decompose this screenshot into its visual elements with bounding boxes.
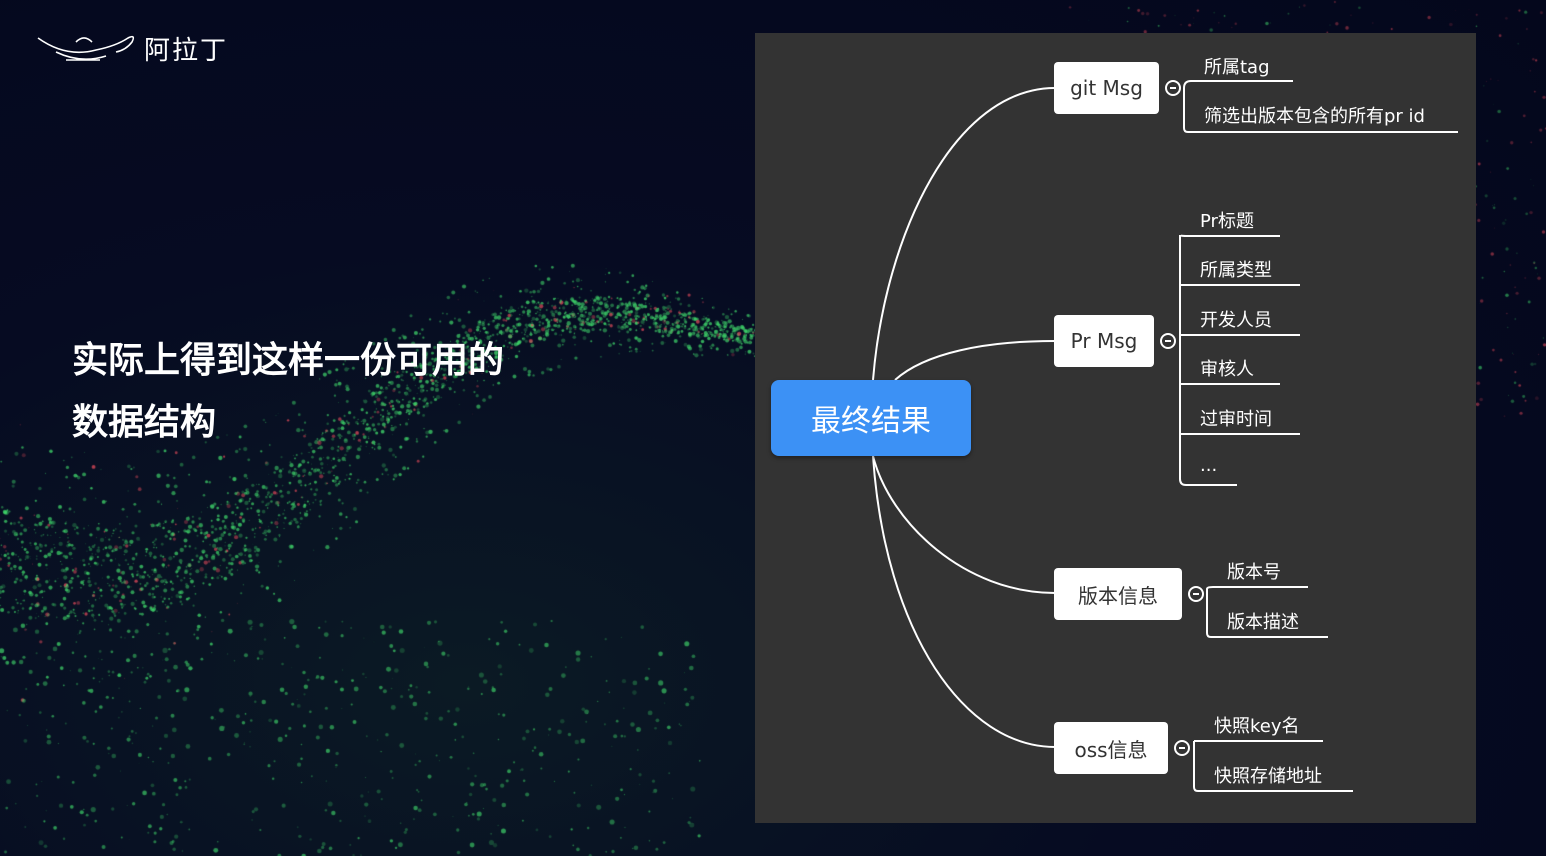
connector-root-git-msg	[872, 87, 1056, 381]
leaf-tag: 所属tag	[1204, 57, 1270, 78]
leaf-snapshot-address: 快照存储地址	[1214, 766, 1322, 787]
branch-version-info[interactable]: 版本信息	[1054, 568, 1182, 620]
collapse-toggle-oss-info[interactable]	[1174, 740, 1190, 756]
mindmap-panel: 最终结果 git Msg 所属tag 筛选出版本包含的所有pr id Pr Ms…	[755, 33, 1476, 823]
leaf-version-number: 版本号	[1227, 562, 1281, 583]
leaf-reviewer: 审核人	[1200, 359, 1254, 380]
leaf-developer: 开发人员	[1200, 310, 1272, 331]
leaf-pr-title: Pr标题	[1200, 211, 1254, 232]
leaf-review-time: 过审时间	[1200, 409, 1272, 430]
leaf-pr-type: 所属类型	[1200, 260, 1272, 281]
mindmap-root-node[interactable]: 最终结果	[771, 380, 971, 456]
headline-line-2: 数据结构	[72, 402, 217, 443]
bracket-git-msg	[1183, 80, 1458, 133]
mindmap-connectors	[872, 80, 1458, 792]
logo-text: 阿拉丁	[144, 35, 229, 66]
collapse-toggle-version-info[interactable]	[1188, 586, 1204, 602]
branch-git-msg[interactable]: git Msg	[1054, 62, 1159, 114]
leaf-snapshot-key: 快照key名	[1214, 716, 1300, 737]
collapse-toggle-git-msg[interactable]	[1165, 80, 1181, 96]
branch-pr-msg[interactable]: Pr Msg	[1054, 315, 1154, 367]
connector-root-pr-msg	[894, 340, 1056, 381]
collapse-toggle-pr-msg[interactable]	[1160, 333, 1176, 349]
bracket-oss-info	[1193, 740, 1353, 792]
connector-root-version-info	[872, 455, 1056, 594]
magic-lamp-icon	[37, 35, 135, 61]
bracket-pr-msg	[1179, 234, 1300, 486]
leaf-version-description: 版本描述	[1227, 612, 1299, 633]
branch-oss-info[interactable]: oss信息	[1054, 722, 1168, 774]
leaf-pr-ids: 筛选出版本包含的所有pr id	[1204, 106, 1425, 127]
leaf-ellipsis: ...	[1200, 455, 1218, 476]
headline-line-1: 实际上得到这样一份可用的	[72, 340, 505, 381]
connector-root-oss-info	[872, 455, 1056, 748]
headline: 实际上得到这样一份可用的 数据结构	[72, 330, 504, 454]
brand-logo: 阿拉丁	[36, 28, 228, 68]
bracket-version-info	[1206, 586, 1328, 638]
